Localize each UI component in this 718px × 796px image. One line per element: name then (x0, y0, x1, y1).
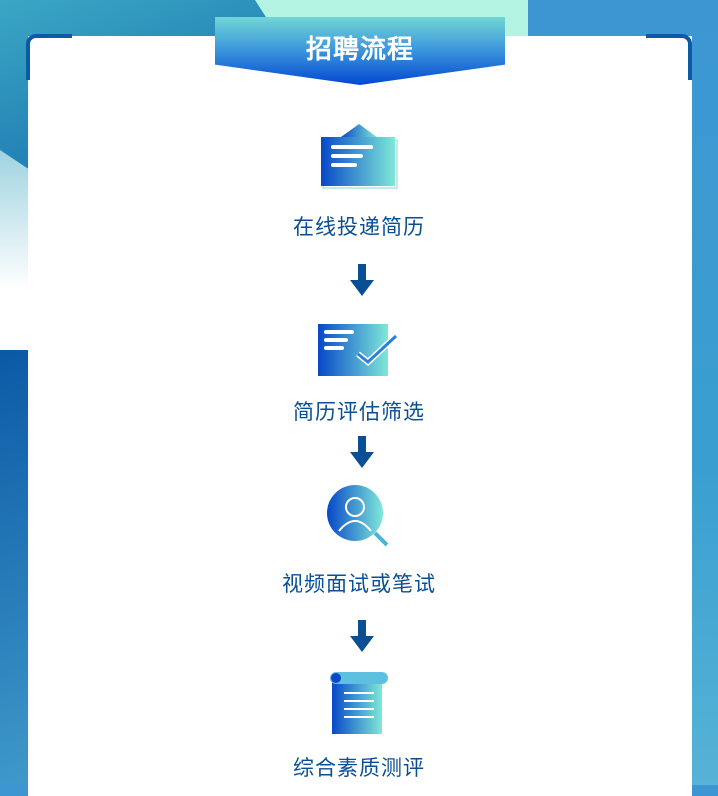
arrow-down-icon (350, 436, 374, 468)
corner-decoration-right (646, 34, 692, 80)
resume-check-icon (318, 324, 399, 376)
step-label: 视频面试或笔试 (282, 572, 436, 596)
corner-decoration-left (26, 34, 72, 80)
arrow-down-icon (350, 264, 374, 296)
page-title: 招聘流程 (305, 35, 414, 65)
envelope-resume-icon (321, 124, 398, 189)
scroll-document-icon (330, 672, 388, 734)
step-label: 综合素质测评 (293, 756, 425, 780)
arrow-down-icon (350, 620, 374, 652)
step-label: 简历评估筛选 (293, 400, 425, 424)
person-search-icon (327, 485, 389, 547)
step-label: 在线投递简历 (293, 215, 425, 239)
